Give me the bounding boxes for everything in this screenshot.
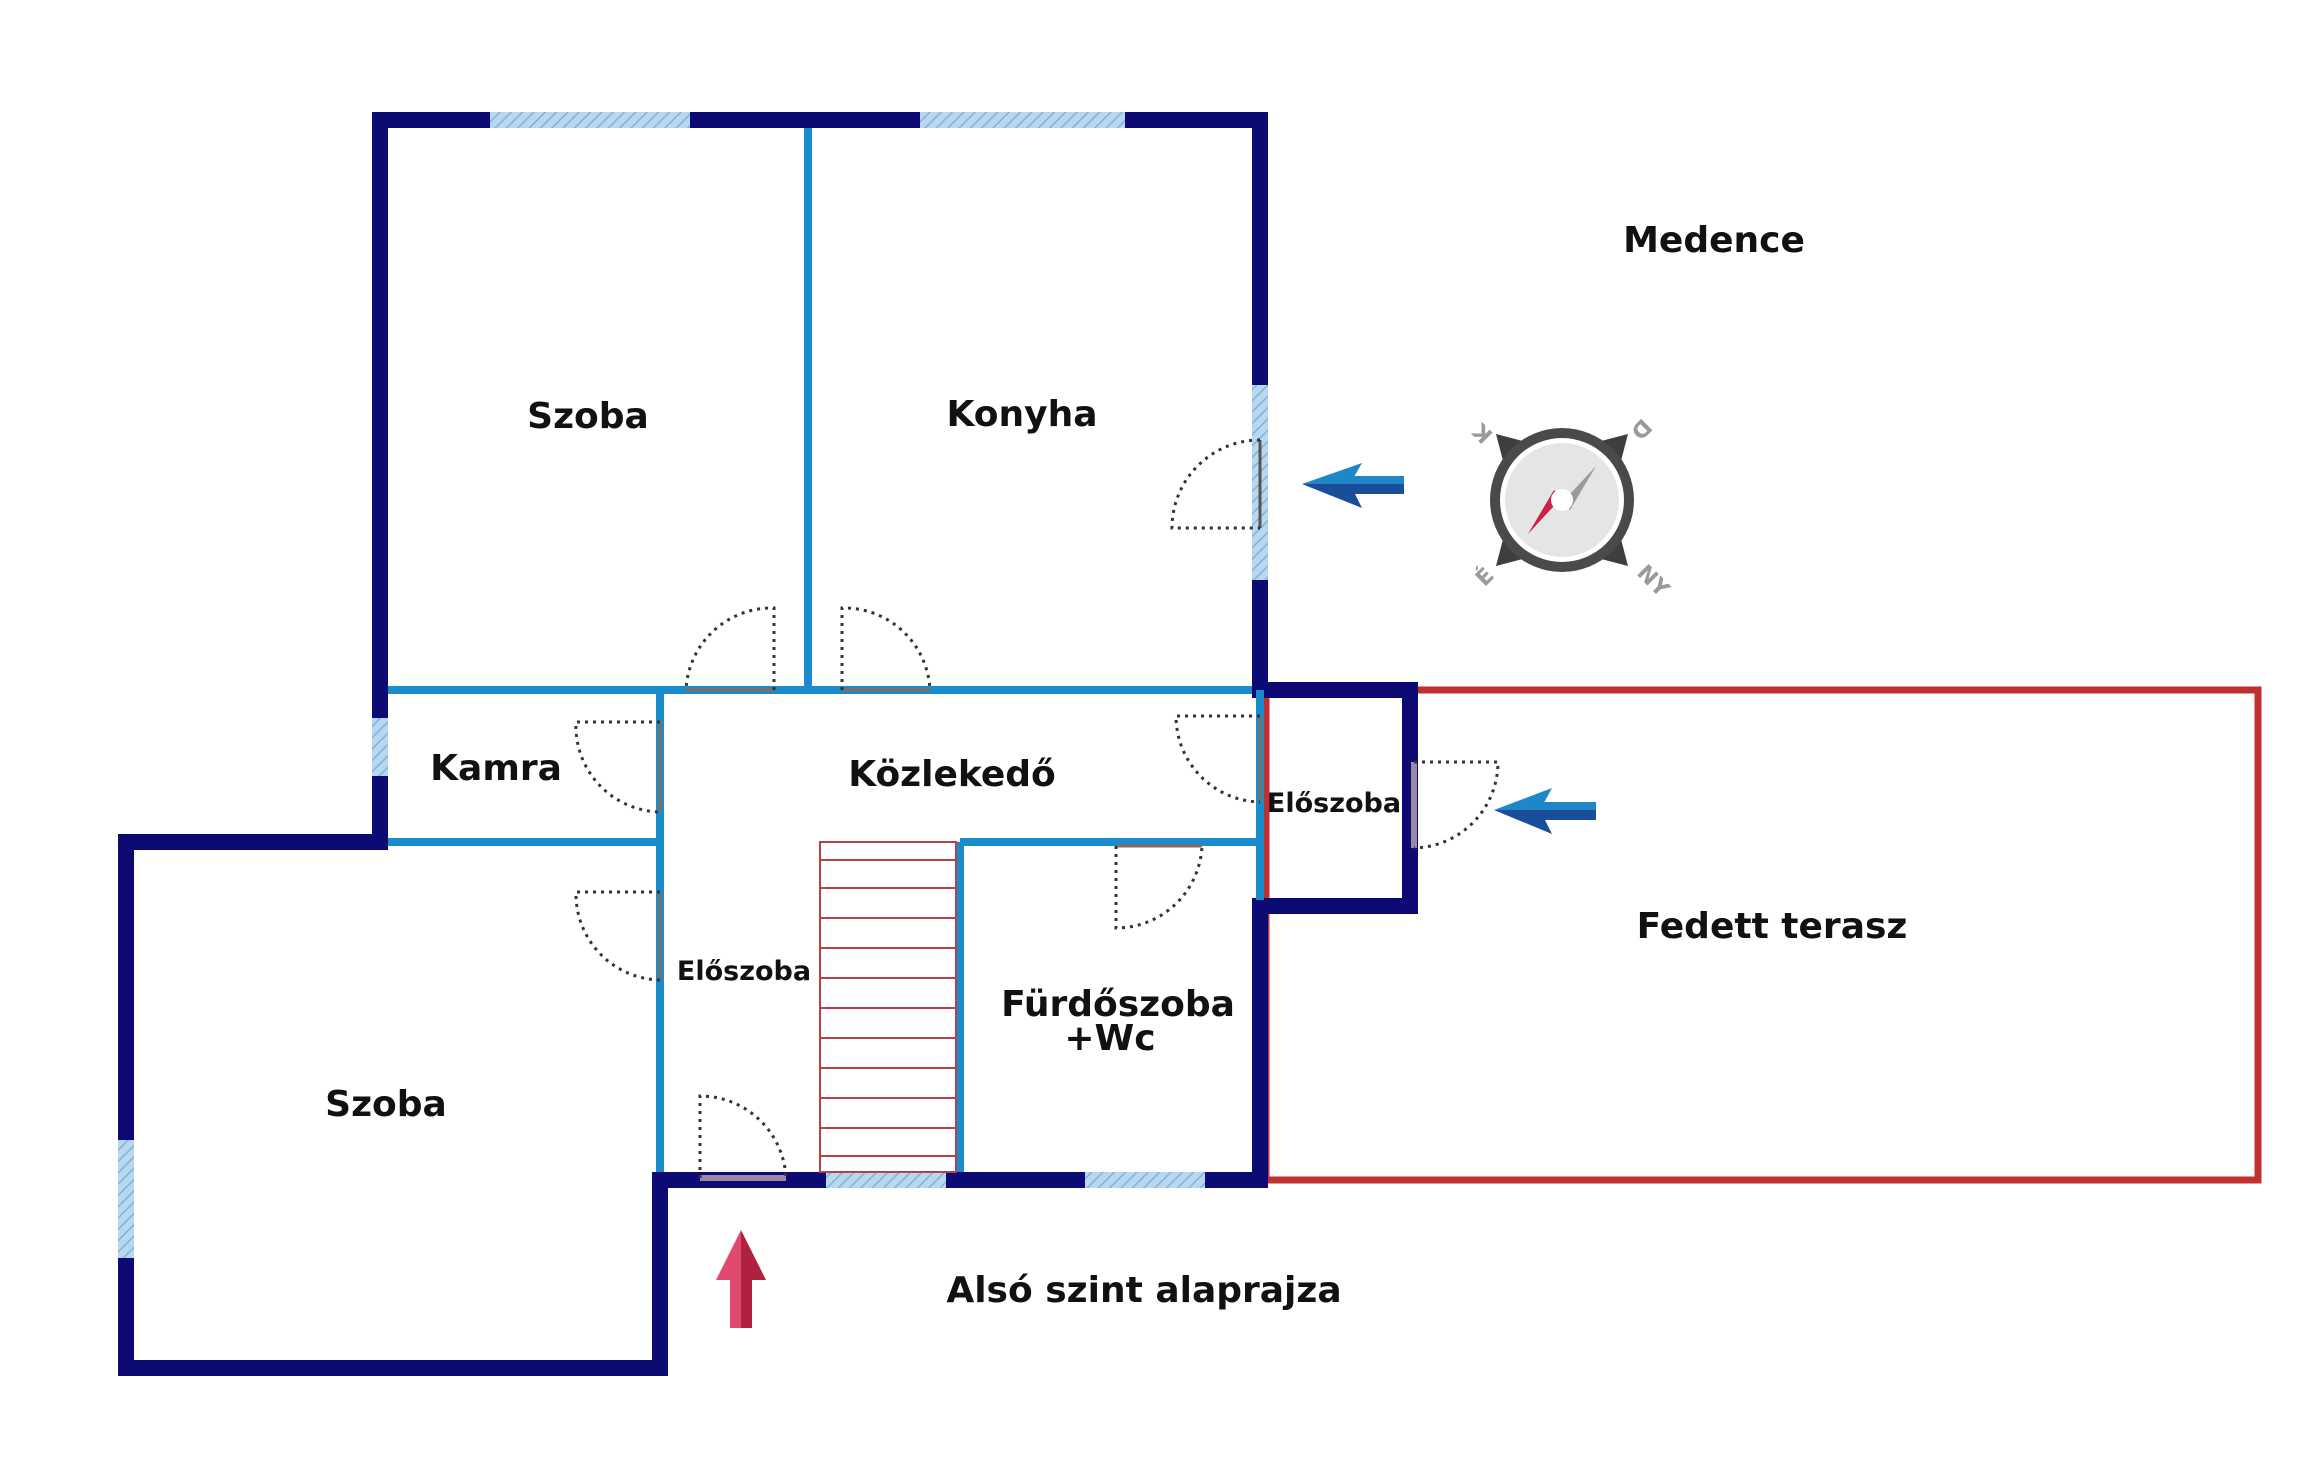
room-label-furdo-line2: +Wc [1064, 1018, 1155, 1059]
room-label-terasz: Fedett terasz [1637, 906, 1908, 947]
compass-letter-e: É [1471, 563, 1500, 592]
plan-caption: Alsó szint alaprajza [946, 1270, 1341, 1311]
door [684, 606, 776, 692]
arrow-up-icon [716, 1230, 766, 1328]
room-label-szoba-bottom: Szoba [325, 1084, 447, 1125]
room-label-konyha: Konyha [946, 394, 1097, 435]
window [118, 1140, 134, 1258]
staircase [819, 841, 957, 1173]
door [574, 720, 662, 814]
room-label-eloszoba-right: Előszoba [1267, 788, 1401, 819]
arrow-left-icon [1302, 463, 1404, 508]
window [372, 718, 388, 776]
compass-letter-k: K [1468, 417, 1498, 447]
outside-label-medence: Medence [1623, 220, 1805, 261]
door [1170, 438, 1262, 530]
room-label-kamra: Kamra [430, 748, 562, 789]
door [1411, 760, 1500, 850]
windows [118, 112, 1268, 1258]
compass-letter-ny: NY [1632, 560, 1675, 603]
door [840, 606, 932, 692]
window [1085, 1172, 1205, 1188]
room-label-kozlekedo: Közlekedő [848, 754, 1056, 795]
room-label-furdo-line1: Fürdőszoba [1001, 984, 1235, 1025]
compass-icon [1490, 428, 1634, 572]
room-label-eloszoba-center: Előszoba [677, 956, 811, 987]
window [826, 1172, 946, 1188]
door [698, 1094, 788, 1181]
room-label-szoba-top: Szoba [527, 396, 649, 437]
arrow-left-icon [1494, 788, 1596, 834]
door [1174, 714, 1262, 804]
door [574, 890, 662, 982]
compass-letter-d: D [1625, 413, 1656, 444]
window [490, 112, 690, 128]
door [1114, 844, 1204, 930]
window [920, 112, 1125, 128]
doors [574, 438, 1500, 1181]
